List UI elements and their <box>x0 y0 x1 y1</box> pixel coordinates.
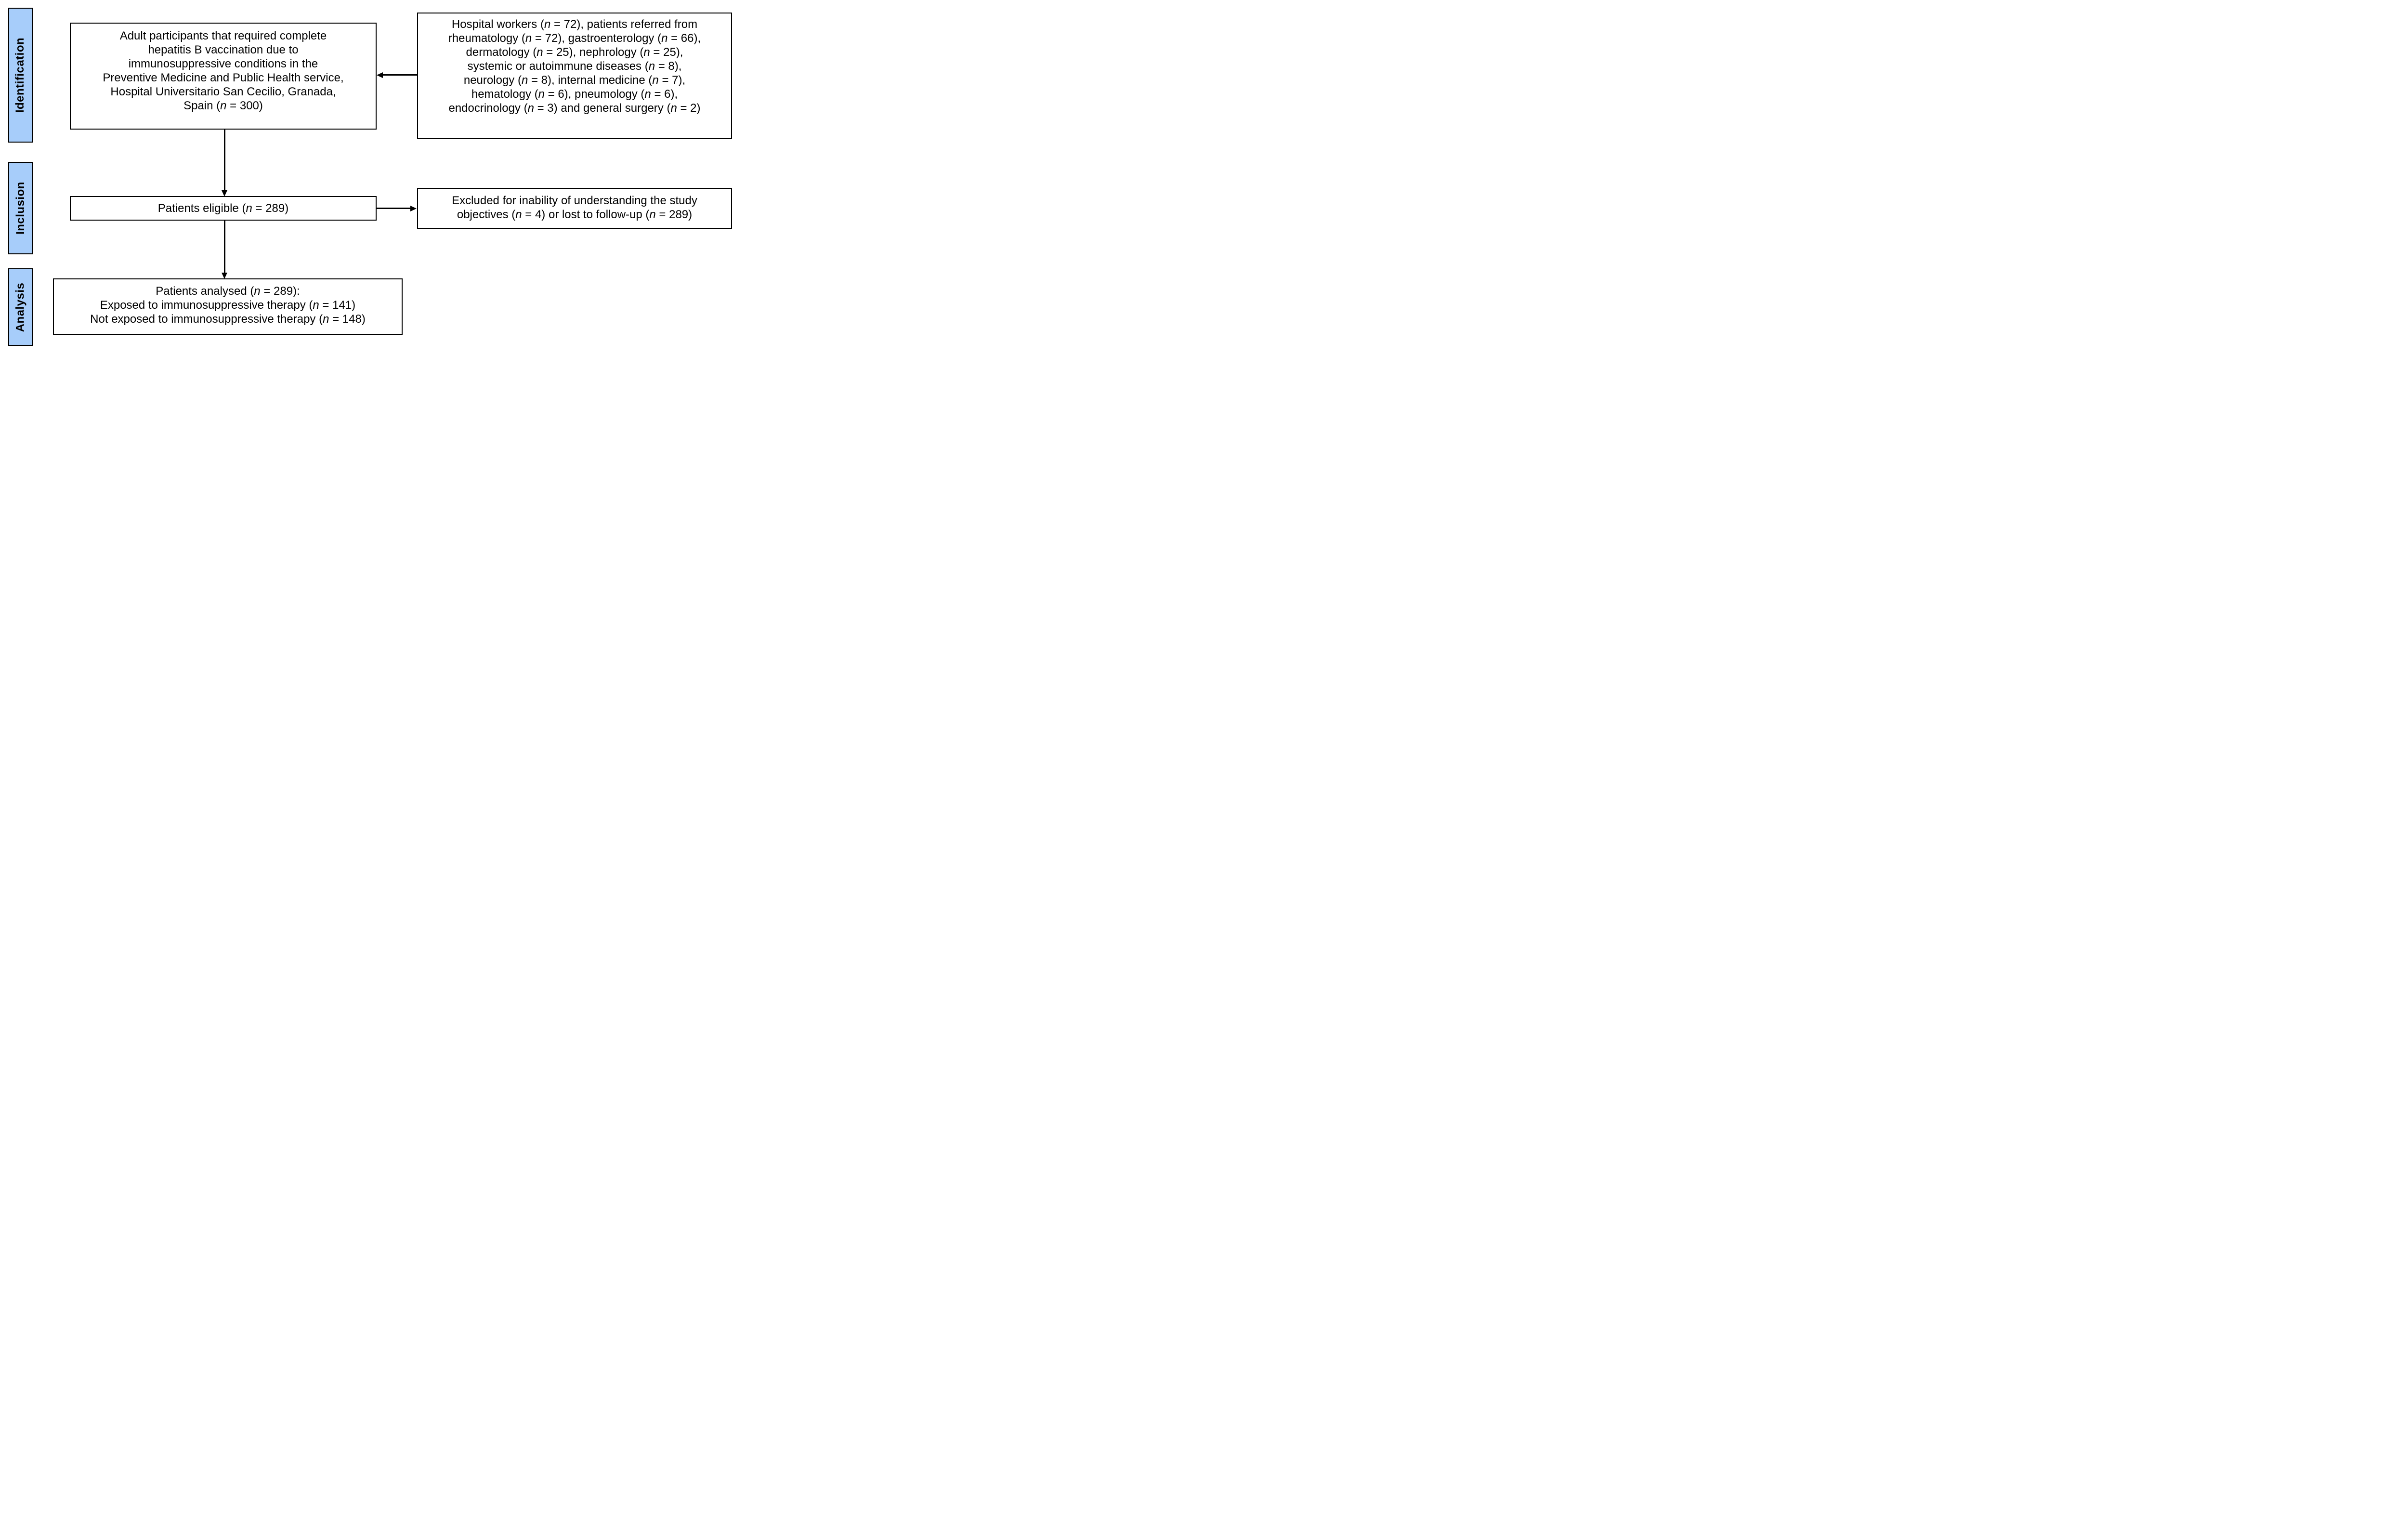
box-analysed-line: Exposed to immunosuppressive therapy (n … <box>100 299 356 312</box>
box-excluded-line: objectives (n = 4) or lost to follow-up … <box>457 208 693 221</box>
box-referral-sources-line: systemic or autoimmune diseases (n = 8), <box>467 60 682 73</box>
arrow-eligible-to-excluded-line <box>377 208 411 209</box>
box-eligible: Patients eligible (n = 289) <box>70 196 377 221</box>
box-population-line: immunosuppressive conditions in the <box>128 57 318 70</box>
box-excluded: Excluded for inability of understanding … <box>417 188 732 229</box>
box-analysed: Patients analysed (n = 289): Exposed to … <box>53 278 403 335</box>
box-population-line: Spain (n = 300) <box>183 99 263 112</box>
box-population-line: Adult participants that required complet… <box>119 29 327 42</box>
arrow-down-icon <box>222 190 227 197</box>
stage-label-inclusion: Inclusion <box>8 162 33 254</box>
arrow-down-icon <box>222 273 227 279</box>
box-eligible-line: Patients eligible (n = 289) <box>157 202 289 215</box>
box-referral-sources-line: endocrinology (n = 3) and general surger… <box>448 102 701 115</box>
box-referral-sources-line: hematology (n = 6), pneumology (n = 6), <box>471 88 678 101</box>
arrow-eligible-to-analysed-line <box>223 221 225 273</box>
box-referral-sources-line: dermatology (n = 25), nephrology (n = 25… <box>466 46 683 59</box>
box-analysed-line: Not exposed to immunosuppressive therapy… <box>90 313 366 326</box>
box-referral-sources-line: rheumatology (n = 72), gastroenterology … <box>448 32 701 45</box>
box-population-line: Hospital Universitario San Cecilio, Gran… <box>110 85 336 98</box>
stage-label-analysis-text: Analysis <box>13 282 27 332</box>
box-population-line: hepatitis B vaccination due to <box>148 43 299 56</box>
stage-label-identification-text: Identification <box>13 37 27 113</box>
stage-label-analysis: Analysis <box>8 268 33 346</box>
box-population: Adult participants that required complet… <box>70 23 377 130</box>
arrow-population-to-eligible-line <box>223 130 225 191</box>
box-excluded-line: Excluded for inability of understanding … <box>452 194 697 207</box>
stage-label-inclusion-text: Inclusion <box>13 182 27 235</box>
stage-label-identification: Identification <box>8 8 33 143</box>
box-analysed-line: Patients analysed (n = 289): <box>156 285 300 298</box>
box-population-line: Preventive Medicine and Public Health se… <box>103 71 344 84</box>
box-referral-sources-line: neurology (n = 8), internal medicine (n … <box>463 74 686 87</box>
arrow-left-icon <box>377 72 383 78</box>
box-referral-sources-line: Hospital workers (n = 72), patients refe… <box>451 18 698 31</box>
study-flow-diagram: Identification Inclusion Analysis Adult … <box>0 0 745 353</box>
box-referral-sources: Hospital workers (n = 72), patients refe… <box>417 13 732 139</box>
arrow-right-icon <box>410 205 417 211</box>
arrow-sources-to-population-line <box>382 74 417 76</box>
